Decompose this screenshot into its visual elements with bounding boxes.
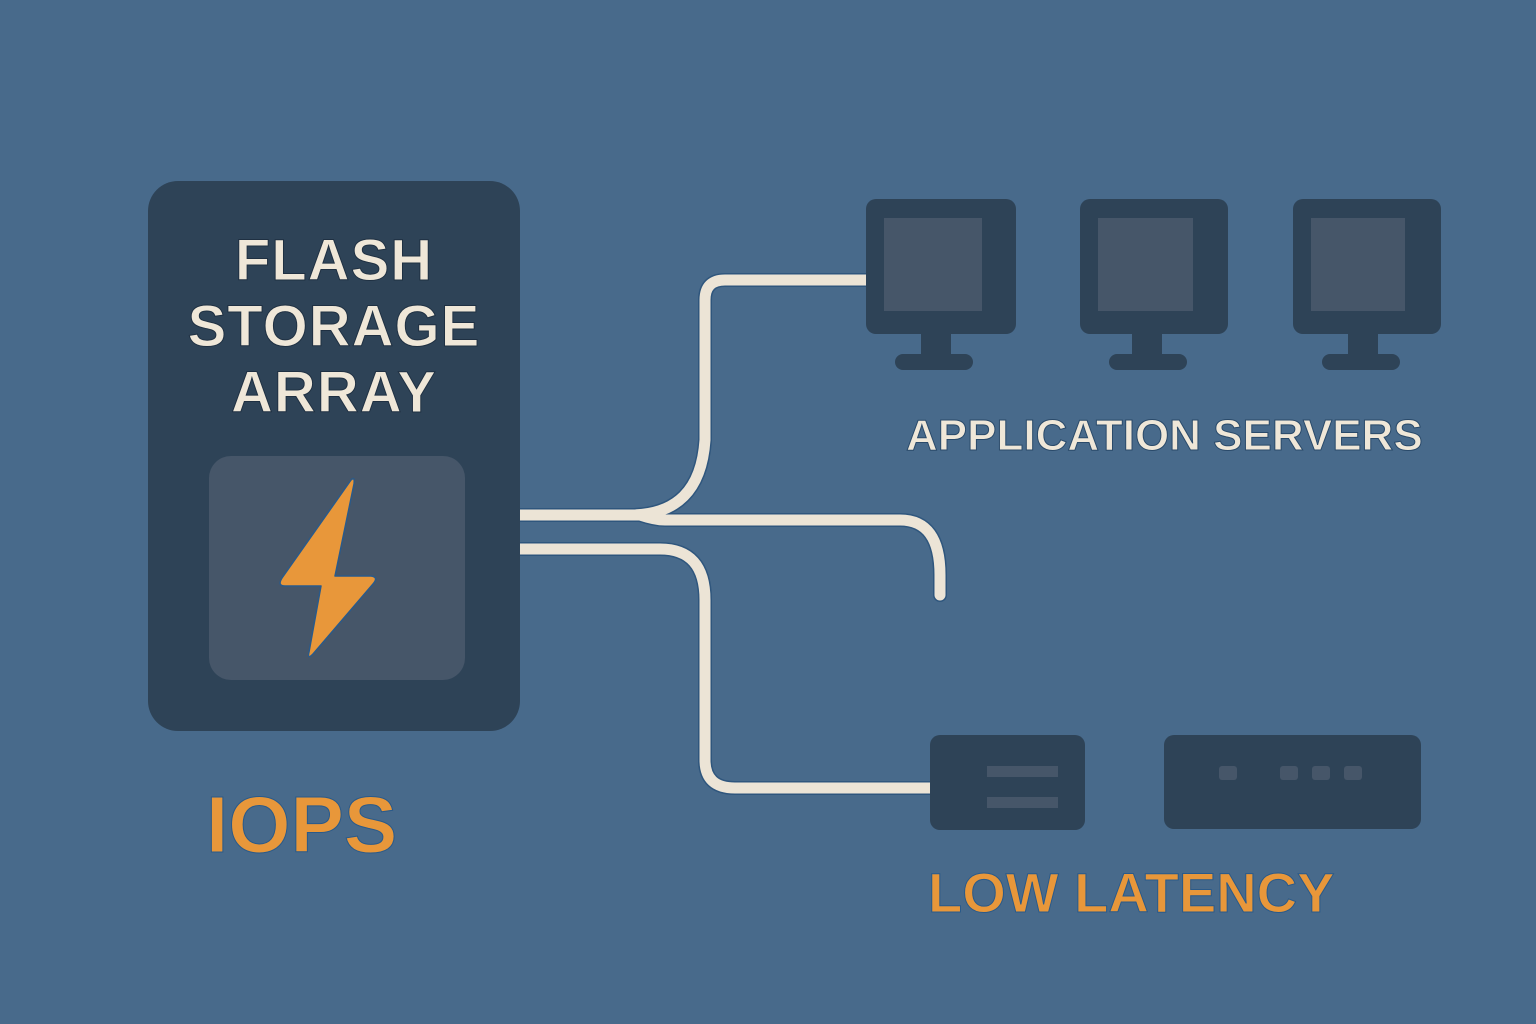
monitor-screen [1098, 218, 1193, 311]
status-led [1280, 766, 1298, 780]
status-led [1344, 766, 1362, 780]
drive-slot-bar [987, 766, 1058, 777]
title-line-3: ARRAY [231, 360, 437, 426]
server-monitor-3 [1293, 199, 1443, 371]
lightning-bolt-icon [279, 477, 377, 658]
application-servers-label: APPLICATION SERVERS [906, 411, 1424, 461]
monitor-stand [1132, 333, 1162, 357]
monitor-screen [1311, 218, 1405, 311]
status-led [1219, 766, 1237, 780]
monitor-base [895, 354, 973, 370]
server-monitor-2 [1080, 199, 1230, 371]
low-latency-label: LOW LATENCY [927, 861, 1335, 924]
storage-device-2 [1164, 735, 1421, 829]
drive-slot-bar [987, 797, 1058, 808]
cable-open-end [514, 509, 946, 601]
monitor-base [1109, 354, 1187, 370]
cable-to-storage-devices [514, 543, 936, 794]
cable-to-app-servers [514, 274, 873, 521]
monitor-base [1322, 354, 1400, 370]
iops-label: IOPS [205, 780, 398, 870]
monitor-stand [1348, 333, 1378, 357]
monitor-stand [921, 333, 951, 357]
server-monitor-1 [866, 199, 1016, 371]
title-line-1: FLASH [234, 228, 434, 294]
flash-storage-array-title: FLASH STORAGE ARRAY [148, 228, 520, 426]
storage-device-1 [930, 735, 1085, 830]
status-led [1312, 766, 1330, 780]
bolt-panel [209, 456, 465, 680]
monitor-screen [884, 218, 982, 311]
title-line-2: STORAGE [187, 294, 481, 360]
